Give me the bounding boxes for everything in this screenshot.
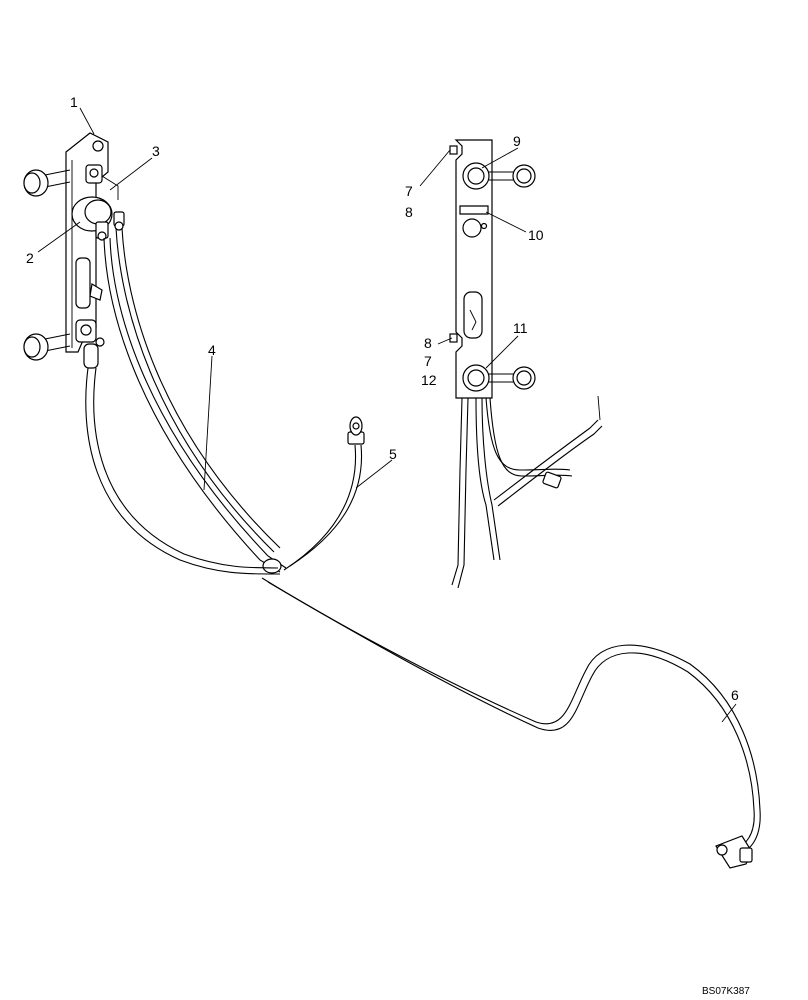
callout-5: 5 [389, 446, 397, 462]
upper-knob [23, 169, 71, 197]
upper-terminal [85, 164, 119, 200]
callout-8-bottom: 8 [424, 335, 432, 351]
lower-knob [23, 333, 71, 361]
leader-lines [37, 107, 737, 723]
right-battery-disconnect-assembly [449, 139, 603, 589]
callout-7-bottom: 7 [424, 353, 432, 369]
drawing-code: BS07K387 [702, 986, 750, 997]
cable-5-lug [347, 416, 365, 445]
cables [85, 227, 761, 869]
callout-9: 9 [513, 133, 521, 149]
left-battery-disconnect-assembly [23, 132, 125, 369]
callout-10: 10 [528, 227, 544, 243]
callout-2: 2 [26, 250, 34, 266]
callout-4: 4 [208, 342, 216, 358]
callout-12: 12 [421, 372, 437, 388]
callout-1: 1 [70, 94, 78, 110]
callout-7-top: 7 [405, 183, 413, 199]
plate-slot [75, 257, 91, 309]
callout-11: 11 [513, 320, 528, 336]
battery-clamp-terminal [715, 835, 753, 869]
callout-3: 3 [152, 143, 160, 159]
disconnect-switch [71, 196, 125, 241]
callout-6: 6 [731, 687, 739, 703]
callout-labels: 1 2 3 4 5 6 7 8 9 10 11 8 7 12 [26, 94, 739, 703]
lower-terminal [75, 319, 105, 369]
callout-8-top: 8 [405, 204, 413, 220]
